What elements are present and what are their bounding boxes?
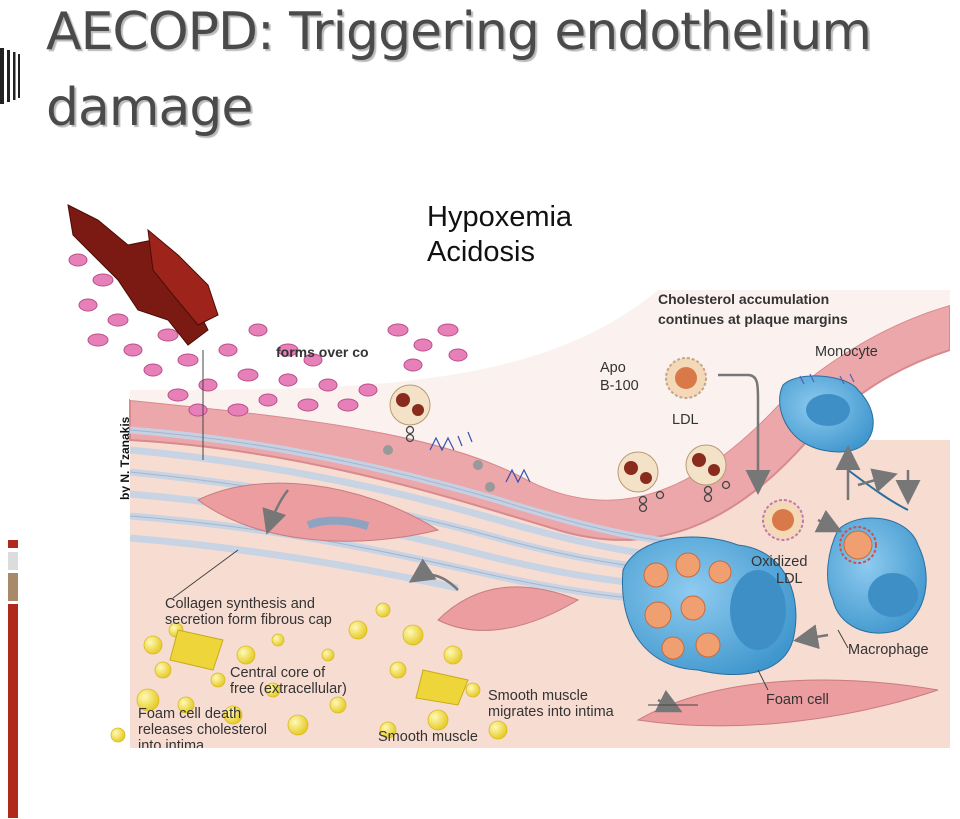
label-smooth-migrates-2: migrates into intima (488, 704, 615, 720)
smooth-muscle-cell (437, 586, 580, 631)
slide-decoration-bars (0, 48, 20, 104)
label-cholesterol-1: Cholesterol accumulation (658, 291, 829, 307)
atherosclerosis-illustration: Cholesterol accumulation continues at pl… (67, 204, 950, 748)
label-collagen-2: secretion form fibrous cap (165, 612, 332, 628)
label-apo: Apo (600, 360, 626, 376)
label-macrophage: Macrophage (848, 642, 929, 658)
oxidized-ldl-in-macrophage (839, 526, 877, 564)
note-acidosis: Acidosis (427, 236, 535, 268)
label-cholesterol-2: continues at plaque margins (658, 311, 848, 327)
label-collagen-1: Collagen synthesis and (165, 596, 315, 612)
label-monocyte: Monocyte (815, 344, 878, 360)
label-core-1: Central core of (230, 665, 326, 681)
dark-clot (67, 204, 219, 346)
process-arrows (262, 373, 921, 713)
macrophage (827, 517, 927, 634)
label-foam-death-3: into intima (138, 738, 205, 748)
monocyte (779, 375, 874, 453)
hypoxemia-acidosis-note: Hypoxemia Acidosis (427, 200, 572, 270)
cytokine-cluster (429, 373, 855, 484)
label-forms-over: forms over co (276, 344, 369, 360)
label-ldl: LDL (672, 412, 699, 428)
label-oxidized: Oxidized (751, 554, 807, 570)
label-foam-cell: Foam cell (766, 692, 829, 708)
label-oxidized-ldl: LDL (776, 571, 803, 587)
ldl-particle (665, 357, 707, 399)
note-hypoxemia: Hypoxemia (427, 201, 573, 233)
neutrophil (389, 384, 727, 493)
label-core-2: free (extracellular) (230, 681, 347, 697)
vessel-lumen (130, 290, 950, 500)
smooth-muscle-cell (636, 679, 939, 727)
slide-accent-bar (8, 540, 18, 818)
label-foam-death-1: Foam cell death (138, 706, 241, 722)
endothelium-layer (129, 303, 950, 541)
foam-cell (621, 536, 797, 675)
slide-title: AECOPD: Triggering endothelium damage (46, 2, 872, 138)
label-foam-death-2: releases cholesterol (138, 722, 267, 738)
oxidized-ldl-particle (762, 499, 804, 541)
label-b100: B-100 (600, 378, 639, 394)
label-smooth-migrates-1: Smooth muscle (488, 688, 588, 704)
red-blood-cells (68, 253, 468, 417)
label-smooth-muscle: Smooth muscle (378, 729, 478, 745)
